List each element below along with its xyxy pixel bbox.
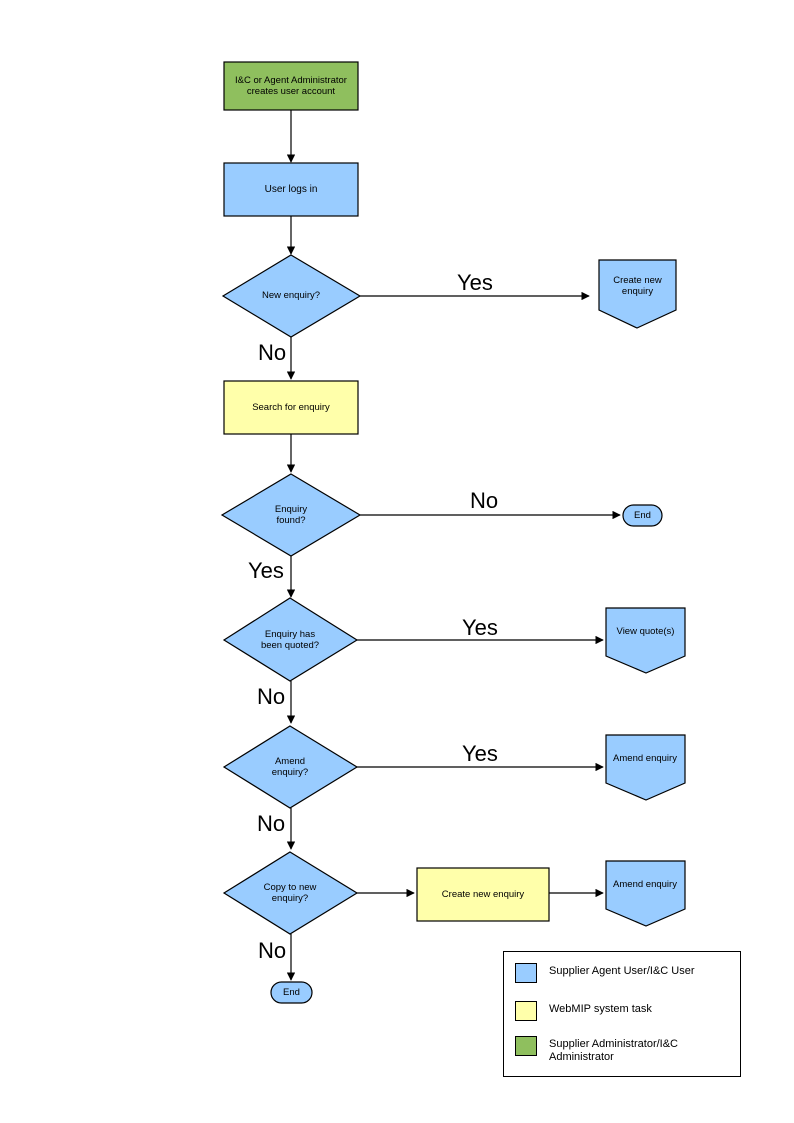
legend-swatch-green <box>515 1036 537 1056</box>
legend-swatch-blue <box>515 963 537 983</box>
edge-label-enquiry-quoted-yes: Yes <box>462 615 498 640</box>
edge-label-amend-enquiry-no: No <box>257 811 286 836</box>
legend-label-webmip-system-task: WebMIP system task <box>549 1003 652 1015</box>
edge-label-amend-enquiry-yes: Yes <box>462 741 498 766</box>
node-amend-enquiry-1[interactable] <box>605 734 686 801</box>
node-view-quotes[interactable] <box>605 607 686 674</box>
node-admin-creates-user-account[interactable] <box>223 61 359 111</box>
edge-label-copy-to-new-no: No <box>258 938 287 963</box>
node-user-logs-in[interactable] <box>223 162 359 217</box>
node-create-new-enquiry-bottom[interactable] <box>416 867 550 922</box>
legend-label-supplier-administrator: Supplier Administrator/I&C Administrator <box>549 1038 678 1063</box>
edge-label-new-enquiry-no: No <box>258 340 287 365</box>
legend-item-supplier-administrator: Supplier Administrator/I&C Administrator <box>515 1036 678 1064</box>
node-enquiry-found-decision[interactable] <box>220 473 362 557</box>
edge-label-enquiry-found-no: No <box>470 488 499 513</box>
legend-swatch-yellow <box>515 1001 537 1021</box>
node-enquiry-quoted-decision[interactable] <box>222 597 359 682</box>
edge-label-enquiry-found-yes: Yes <box>248 558 284 583</box>
edge-label-new-enquiry-yes: Yes <box>457 270 493 295</box>
edge-label-enquiry-quoted-no: No <box>257 684 286 709</box>
connector-group <box>286 110 621 981</box>
node-end-bottom[interactable] <box>270 981 313 1004</box>
node-create-new-enquiry-top[interactable] <box>598 259 677 329</box>
node-copy-to-new-enquiry-decision[interactable] <box>222 851 359 935</box>
legend-item-supplier-agent-user: Supplier Agent User/I&C User <box>515 963 695 983</box>
legend-label-supplier-agent-user: Supplier Agent User/I&C User <box>549 965 695 977</box>
node-end-top[interactable] <box>622 504 663 527</box>
node-search-for-enquiry[interactable] <box>223 380 359 435</box>
node-amend-enquiry-2[interactable] <box>605 860 686 927</box>
node-new-enquiry-decision[interactable] <box>221 254 362 338</box>
node-amend-enquiry-decision[interactable] <box>222 725 359 809</box>
legend: Supplier Agent User/I&C User WebMIP syst… <box>503 951 741 1077</box>
legend-item-webmip-system-task: WebMIP system task <box>515 1001 652 1021</box>
